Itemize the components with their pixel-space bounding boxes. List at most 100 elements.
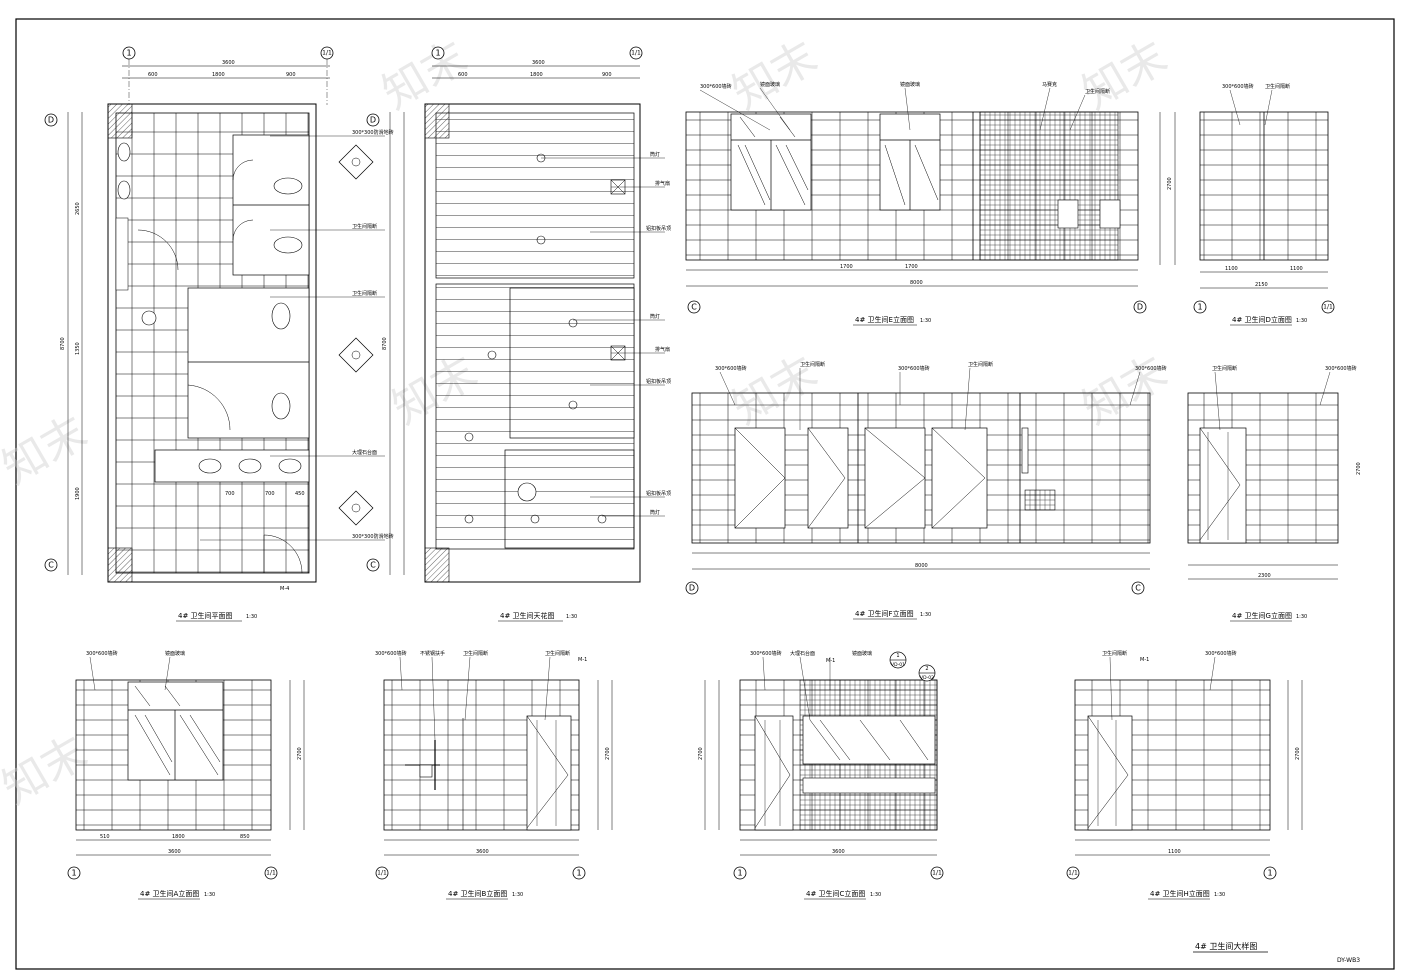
annotation: 不锈钢扶手 xyxy=(420,650,445,657)
dim-total: 2700 xyxy=(1167,177,1173,190)
drawing-scale: 1:30 xyxy=(246,614,257,620)
elevation-g: 2300 2700 卫生间隔断 300*600墙砖 4# 卫生间G立面图 1:3… xyxy=(1187,365,1362,622)
annotation: 300*600墙砖 xyxy=(750,650,782,657)
axis-label: 1 xyxy=(737,869,742,878)
annotation: 300*600墙砖 xyxy=(1222,83,1254,90)
annotation: 排气扇 xyxy=(655,346,670,353)
detail-callout: 1 VD-01 2 VD-02 xyxy=(889,651,936,682)
door-tag: M-1 xyxy=(1140,657,1149,663)
watermark-text: 知末 xyxy=(1074,31,1176,119)
axis-label: C xyxy=(48,561,54,570)
door-tag: M-4 xyxy=(280,586,289,592)
annotation: 300*600墙砖 xyxy=(700,83,732,90)
dim-seg: 510 xyxy=(100,834,110,840)
window xyxy=(730,113,941,211)
drawing-title: 4# 卫生间B立面图 xyxy=(448,889,507,898)
annotation: 300*600墙砖 xyxy=(375,650,407,657)
axis-label: 1/1 xyxy=(266,870,276,877)
axis-bubble xyxy=(67,866,81,880)
svg-text:1: 1 xyxy=(896,653,899,659)
annotation: 铝扣板吊顶 xyxy=(646,490,671,497)
axis-bubble xyxy=(930,866,944,880)
axis-bubble xyxy=(375,866,389,880)
drawing-scale: 1:30 xyxy=(920,612,931,618)
dim-seg: 1700 xyxy=(905,264,918,270)
drawing-title: 4# 卫生间E立面图 xyxy=(855,315,914,324)
dim-total: 8700 xyxy=(382,337,388,350)
axis-label: D xyxy=(48,116,54,125)
drawing-title: 4# 卫生间天花图 xyxy=(500,611,555,620)
svg-text:2: 2 xyxy=(925,666,928,672)
axis-label: 1 xyxy=(1197,303,1202,312)
axis-label: 1/1 xyxy=(322,50,332,57)
dim-seg: 900 xyxy=(602,72,612,78)
drawing-title: 4# 卫生间D立面图 xyxy=(1232,315,1292,324)
dim-seg: 600 xyxy=(458,72,468,78)
axis-bubble xyxy=(1131,581,1145,595)
elevation-c: 2700 3600 1 1/1 1 VD-01 2 VD-02 300*600墙… xyxy=(698,650,944,900)
dim-total: 8700 xyxy=(60,337,66,350)
axis-bubble xyxy=(572,866,586,880)
dim-total: 2700 xyxy=(605,747,611,760)
tile-pattern-symbol xyxy=(338,144,374,526)
annotation: 300*600墙砖 xyxy=(898,365,930,372)
axis-bubble xyxy=(685,581,699,595)
drawing-scale: 1:30 xyxy=(870,892,881,898)
dim-total: 3600 xyxy=(532,60,545,66)
annotation: 卫生间隔断 xyxy=(352,290,377,297)
axis-label: C xyxy=(1135,584,1141,593)
dim-total: 3600 xyxy=(832,849,845,855)
dim-seg: 1100 xyxy=(1225,266,1238,272)
drawing-scale: 1:30 xyxy=(1296,318,1307,324)
sheet-border xyxy=(15,18,1395,970)
annotation: 300*300防滑地砖 xyxy=(352,129,394,136)
dim-total: 3600 xyxy=(168,849,181,855)
axis-bubble xyxy=(1193,300,1207,314)
dim-total: 2700 xyxy=(297,747,303,760)
annotation: 铝扣板吊顶 xyxy=(646,225,671,232)
axis-bubble xyxy=(366,558,380,572)
dim-seg: 700 xyxy=(225,491,235,497)
annotation: 卫生间隔断 xyxy=(352,223,377,230)
ceiling-plan: 1 1/1 3600 600 1800 900 D C 8700 xyxy=(366,46,671,622)
axis-bubble xyxy=(687,300,701,314)
axis-label: 1/1 xyxy=(631,50,641,57)
annotation: 300*600墙砖 xyxy=(1135,365,1167,372)
annotation: 镜面玻璃 xyxy=(900,81,920,88)
axis-label: D xyxy=(1137,303,1143,312)
axis-bubble xyxy=(1066,866,1080,880)
drawing-title: 4# 卫生间C立面图 xyxy=(806,889,865,898)
dim-seg: 1100 xyxy=(1290,266,1303,272)
dim-seg: 1700 xyxy=(840,264,853,270)
annotation: 卫生间隔断 xyxy=(1212,365,1237,372)
dim-total: 2150 xyxy=(1255,282,1268,288)
axis-label: 1 xyxy=(126,49,131,58)
axis-label: 1/1 xyxy=(1323,304,1333,311)
elevation-b: 2700 3600 1/1 1 300*600墙砖 不锈钢扶手 卫生间隔断 卫生… xyxy=(375,650,613,900)
partition-door xyxy=(734,427,988,529)
dim-total: 3600 xyxy=(222,60,235,66)
dim-total: 1100 xyxy=(1168,849,1181,855)
axis-label: D xyxy=(370,116,376,125)
axis-bubble xyxy=(1133,300,1147,314)
axis-bubble xyxy=(629,46,643,60)
dim-seg: 600 xyxy=(148,72,158,78)
annotation: 镜面玻璃 xyxy=(852,650,872,657)
axis-bubble xyxy=(1263,866,1277,880)
annotation: 大理石台面 xyxy=(352,449,377,456)
light-fixture xyxy=(464,153,607,524)
dim-seg: 900 xyxy=(286,72,296,78)
annotation: 300*600墙砖 xyxy=(1325,365,1357,372)
annotation: 卫生间隔断 xyxy=(545,650,570,657)
elevation-h: 2700 1100 1/1 1 卫生间隔断 M-1 300*600墙砖 4# 卫… xyxy=(1066,650,1303,900)
annotation: 铝扣板吊顶 xyxy=(646,378,671,385)
drawing-title: 4# 卫生间平面图 xyxy=(178,611,233,620)
annotation: 卫生间隔断 xyxy=(968,361,993,368)
annotation: 300*600墙砖 xyxy=(1205,650,1237,657)
annotation: 卫生间隔断 xyxy=(1265,83,1290,90)
annotation: 排气扇 xyxy=(655,180,670,187)
sheet-code: DY-WB3 xyxy=(1337,957,1360,964)
drawing-scale: 1:30 xyxy=(1296,614,1307,620)
axis-label: 1/1 xyxy=(932,870,942,877)
dim-seg: 1800 xyxy=(212,72,225,78)
